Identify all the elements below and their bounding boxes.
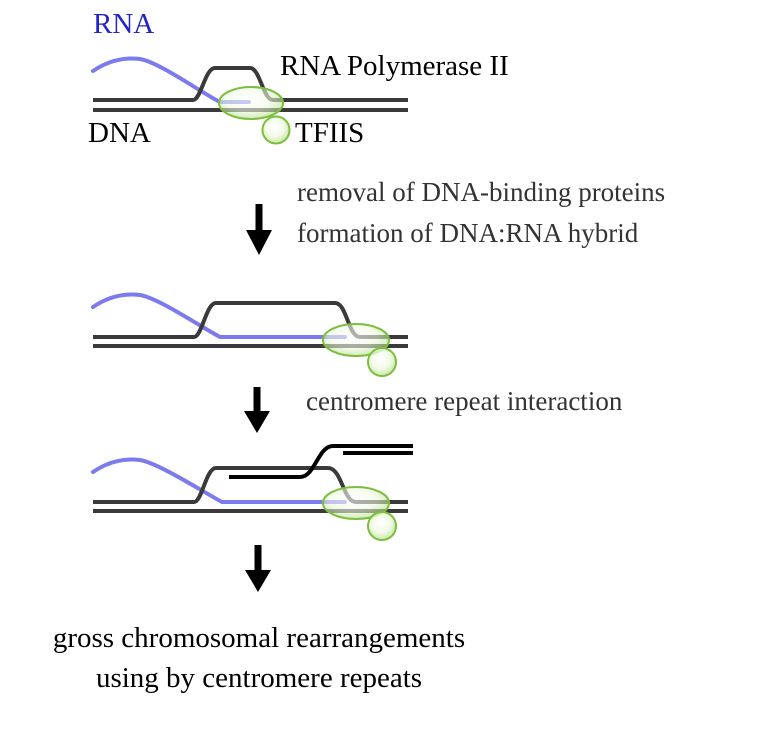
rna-label: RNA [93, 8, 155, 40]
result-text-line2: using by centromere repeats [95, 662, 423, 694]
down-arrow-icon [244, 387, 270, 433]
step1-annotation-line1: removal of DNA-binding proteins [297, 177, 666, 207]
rna-polymerase-label: RNA Polymerase II [280, 50, 509, 82]
panel-transcription [91, 56, 408, 145]
step2-annotation: centromere repeat interaction [306, 386, 623, 416]
panel-hybrid [91, 292, 408, 377]
tfiis-blob [367, 347, 397, 377]
step1-annotation-line2: formation of DNA:RNA hybrid [297, 218, 639, 248]
panel-repeat-interaction [91, 444, 413, 541]
down-arrow-icon [245, 545, 271, 592]
rna-line [91, 56, 251, 104]
tfiis-label: TFIIS [295, 117, 365, 149]
centromere-repeat-strand [229, 444, 413, 479]
tfiis-blob [261, 115, 291, 145]
rna-line [91, 292, 347, 339]
result-text-line1: gross chromosomal rearrangements [52, 622, 466, 654]
tfiis-blob [367, 511, 397, 541]
rna-line [91, 457, 347, 504]
down-arrow-icon [246, 204, 272, 255]
rna-polymerase-blob [322, 323, 390, 357]
dna-label: DNA [88, 117, 151, 149]
rna-polymerase-blob [322, 486, 390, 520]
rna-polymerase-blob [218, 86, 284, 120]
